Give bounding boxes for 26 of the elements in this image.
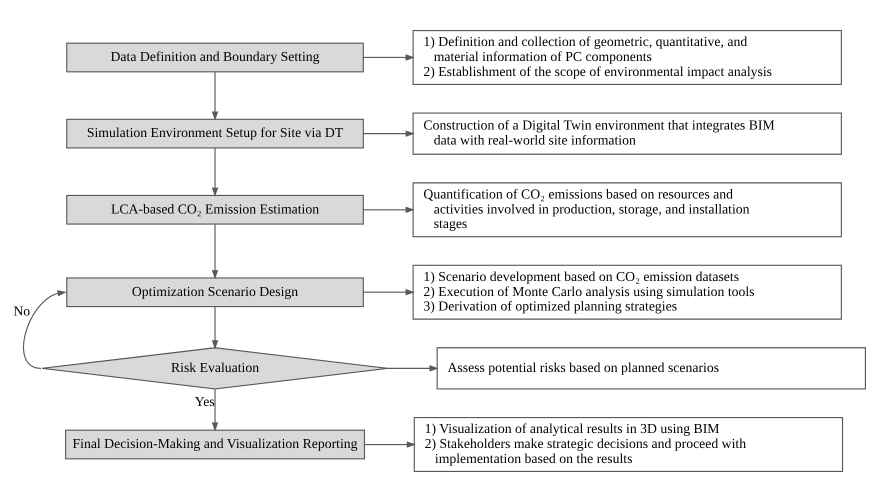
arrow <box>23 290 67 369</box>
node-box: Final Decision-Making and Visualization Reporting <box>65 430 366 460</box>
node-box: Assess potential risks based on planned scenarios <box>436 347 866 390</box>
arrow <box>212 148 218 197</box>
edge-label: Yes <box>194 394 215 409</box>
arrow <box>364 206 415 213</box>
arrow <box>364 289 415 296</box>
node-diamond: Risk Evaluation <box>42 347 388 390</box>
arrow <box>212 389 218 432</box>
node-box: Construction of a Digital Twin environment that integrates BIM data with real-world site information <box>412 112 842 155</box>
node-box: Quantification of CO₂ emissions based on resources and activities involved in production, storage, and installation stages <box>412 182 842 238</box>
edge-label: No <box>13 303 30 318</box>
node-box: Simulation Environment Setup for Site via DT <box>66 118 364 149</box>
arrow <box>212 306 218 350</box>
arrow <box>212 224 218 280</box>
node-box: 1) Definition and collection of geometric, quantitative, and material information of PC components 2) Establishment of the scope of environmental impact analysis <box>412 30 842 85</box>
node-box: 1) Scenario development based on CO₂ emission datasets 2) Execution of Monte Carlo analysis using simulation tools 3) Derivation of optimized planning strategies <box>412 264 842 320</box>
node-box: LCA-based CO₂ Emission Estimation <box>66 194 364 225</box>
node-box: 1) Visualization of analytical results in 3D using BIM 2) Stakeholders make strategic decisions and proceed with implementation based on the results <box>414 417 844 472</box>
node-box: Optimization Scenario Design <box>66 277 364 308</box>
arrow <box>364 441 416 448</box>
arrow <box>364 54 415 61</box>
arrow <box>388 365 439 372</box>
arrow <box>212 72 218 121</box>
node-box: Data Definition and Boundary Setting <box>66 42 364 72</box>
arrow <box>364 130 415 137</box>
